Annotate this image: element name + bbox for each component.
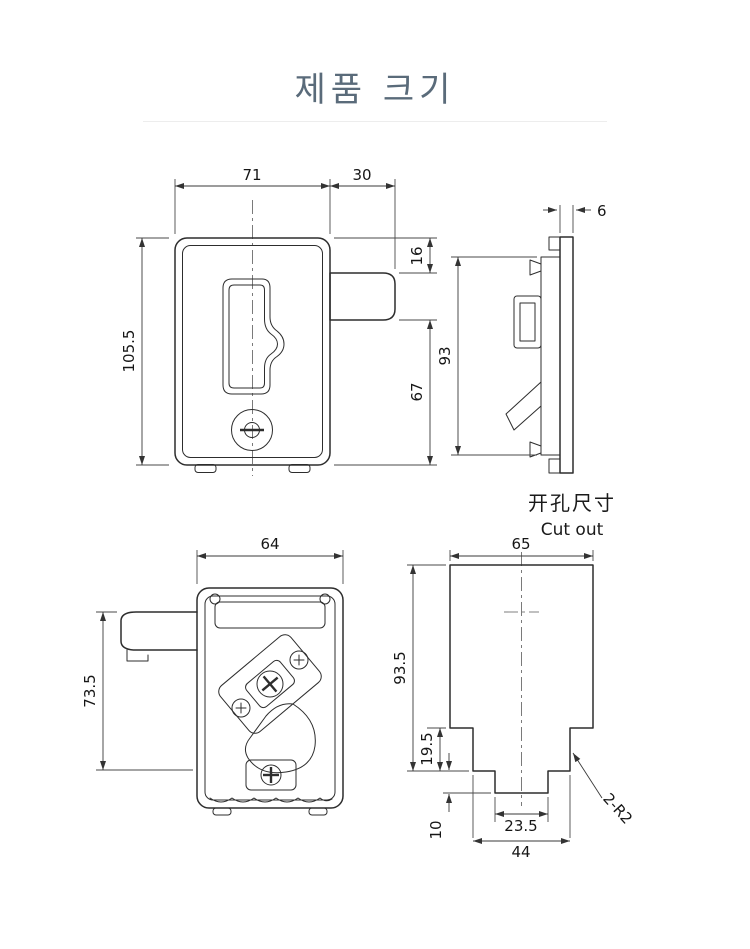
back-body-outline [196,587,344,809]
bottom-bracket [245,759,297,791]
plate-flange-top [548,236,561,251]
dim-notch-depth: 10 [427,820,445,839]
front-body-outline [174,237,331,466]
plate-screw-lower [231,698,251,718]
back-foot-right [308,807,328,816]
page-title: 제품 크기 [294,70,456,110]
cutout-section-label: 开孔尺寸 Cut out [528,491,616,540]
cam-lever [505,381,542,431]
plate-screw-upper [289,650,309,670]
housing-body [540,256,561,456]
dim-cutout-width: 65 [511,535,530,553]
bottom-screw [260,764,282,786]
mount-hole-right [319,593,331,605]
cutout-label-en: Cut out [541,520,604,540]
title-divider [143,121,607,122]
mounting-plate [559,236,574,474]
keyhole-icon [231,409,273,451]
spring-clip-top [529,259,542,276]
dim-bottom-gap: 67 [408,382,426,401]
cutout-outline [449,564,594,794]
dim-handle-length: 30 [352,166,371,184]
dim-side-height: 93 [436,346,454,365]
latch-handle-bar [329,272,396,321]
handle-recess-outer [222,278,285,395]
back-view: 64 73.5 [81,535,344,816]
phillips-line [262,675,278,693]
dim-front-height: 105.5 [120,330,138,373]
center-boss [245,659,295,709]
dim-top-gap: 16 [408,246,426,265]
dim-cutout-height: 93.5 [391,651,409,684]
handle-recess-inner [228,284,278,389]
plate-flange-bottom [548,458,561,474]
spring-wave [209,797,333,803]
cylinder-detail [519,302,536,342]
dim-cutout-step: 19.5 [418,732,436,765]
back-body-inner [204,595,336,801]
back-foot-left [212,807,232,816]
lock-cylinder [513,295,542,349]
dim-notch-width: 23.5 [504,817,537,835]
back-handle-bar [120,611,198,651]
dim-back-height: 73.5 [81,674,99,707]
mount-hole-left [209,593,221,605]
side-view: 93 6 [436,202,607,474]
front-foot-right [288,464,311,473]
dim-back-width: 64 [260,535,279,553]
center-screw [256,670,284,698]
cutout-view: 65 93.5 19.5 10 23.5 44 2-R2 [391,535,636,861]
dim-front-width: 71 [242,166,261,184]
cam-lobe [244,703,316,774]
radius-leader-line [572,752,603,799]
dim-step-width: 44 [511,843,530,861]
dim-corner-radius: 2-R2 [599,790,636,828]
dim-panel-thickness: 6 [597,202,607,220]
front-body-inner [182,245,323,458]
mechanism-plate [218,634,322,734]
cutout-label-zh: 开孔尺寸 [528,491,616,515]
back-handle-recess [214,601,326,629]
phillips-cross-icon [261,675,279,693]
front-view: 71 30 105.5 16 67 [120,166,437,476]
handle-hook [126,649,149,662]
front-foot-left [194,464,217,473]
